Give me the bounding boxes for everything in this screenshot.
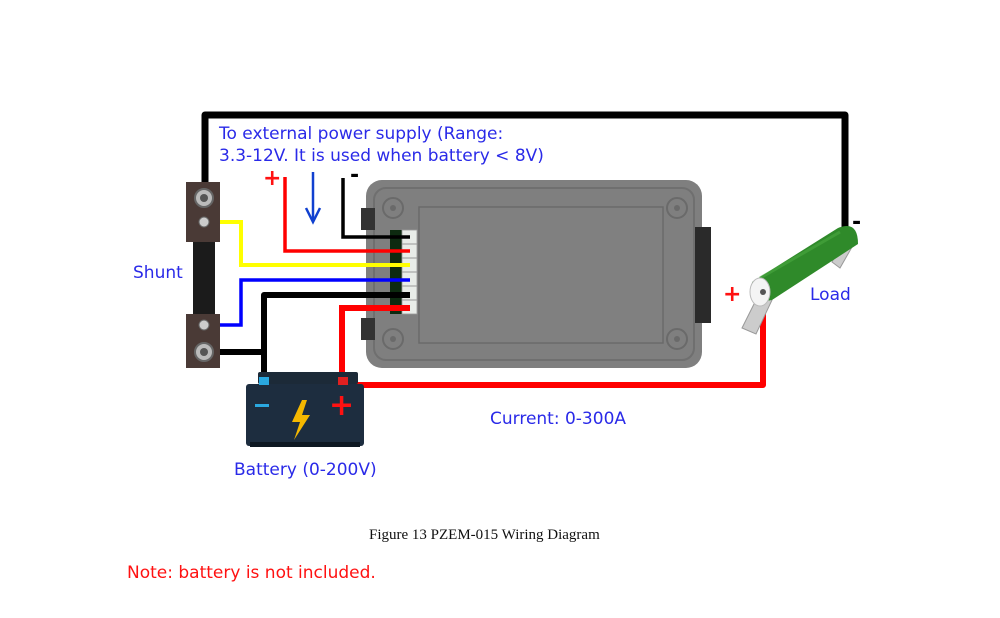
arrow-down-icon <box>304 172 322 225</box>
battery <box>246 372 364 447</box>
external-supply-note-line2: 3.3-12V. It is used when battery < 8V) <box>219 146 544 166</box>
current-label: Current: 0-300A <box>490 409 627 429</box>
wire-shunt-sense-blue <box>205 278 410 327</box>
load-plus-sign: + <box>723 282 742 307</box>
wire-ext-plus <box>283 177 410 253</box>
battery-label: Battery (0-200V) <box>234 460 377 480</box>
battery-note: Note: battery is not included. <box>127 563 376 583</box>
terminal-block <box>390 230 402 314</box>
load-resistor <box>741 226 858 335</box>
wire-shunt-sense-yellow <box>205 220 410 267</box>
shunt <box>186 182 220 368</box>
load-label: Load <box>810 285 851 305</box>
wire-shunt-to-load-minus <box>201 111 849 230</box>
shunt-label: Shunt <box>133 263 183 283</box>
wire-ext-minus <box>341 178 410 239</box>
external-supply-note: To external power supply (Range: 3.3-12V… <box>219 123 544 167</box>
load-minus-sign: - <box>852 210 862 235</box>
ext-minus-sign: - <box>350 163 360 188</box>
lightning-icon <box>292 400 310 440</box>
wire-battery-plus-to-load <box>342 290 766 388</box>
battery-plus-sign: + <box>329 388 355 423</box>
wire-battery-plus-meter <box>339 305 410 385</box>
pzem-015-meter <box>361 180 711 368</box>
external-supply-note-line1: To external power supply (Range: <box>219 124 504 144</box>
figure-caption: Figure 13 PZEM-015 Wiring Diagram <box>369 527 600 543</box>
ext-plus-sign: + <box>263 166 282 191</box>
